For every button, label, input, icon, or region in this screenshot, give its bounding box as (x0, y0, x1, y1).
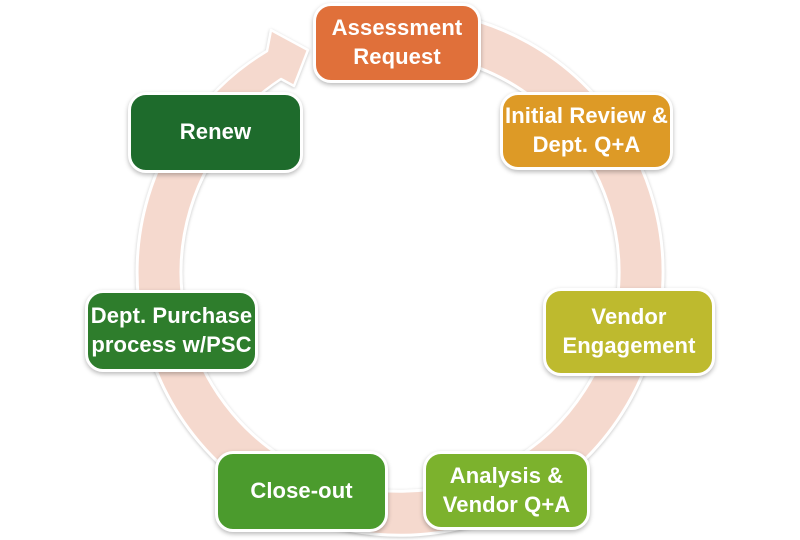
step-vendor-engagement: Vendor Engagement (543, 288, 715, 376)
step-label-line: Assessment (331, 15, 463, 41)
step-label-line: Close-out (250, 478, 353, 504)
step-assessment-request: Assessment Request (313, 3, 481, 83)
step-analysis-vendor-qa: Analysis & Vendor Q+A (423, 451, 590, 530)
step-label-line: Dept. Purchase (90, 303, 253, 329)
step-label-line: process w/PSC (91, 332, 252, 357)
step-dept-purchase: Dept. Purchase process w/PSC (85, 290, 258, 372)
step-initial-review: Initial Review & Dept. Q+A (500, 92, 673, 170)
step-renew: Renew (128, 92, 303, 173)
step-label-line: Vendor Q+A (442, 491, 571, 517)
step-label-line: Initial Review & (505, 103, 668, 129)
step-label-line: Dept. Q+A (532, 132, 641, 157)
step-label-line: Request (353, 44, 441, 69)
step-label-line: Vendor (591, 304, 667, 330)
step-close-out: Close-out (215, 451, 388, 532)
step-label-line: Engagement (562, 333, 696, 358)
step-label-line: Analysis & (449, 462, 564, 488)
step-label-line: Renew (179, 119, 252, 145)
